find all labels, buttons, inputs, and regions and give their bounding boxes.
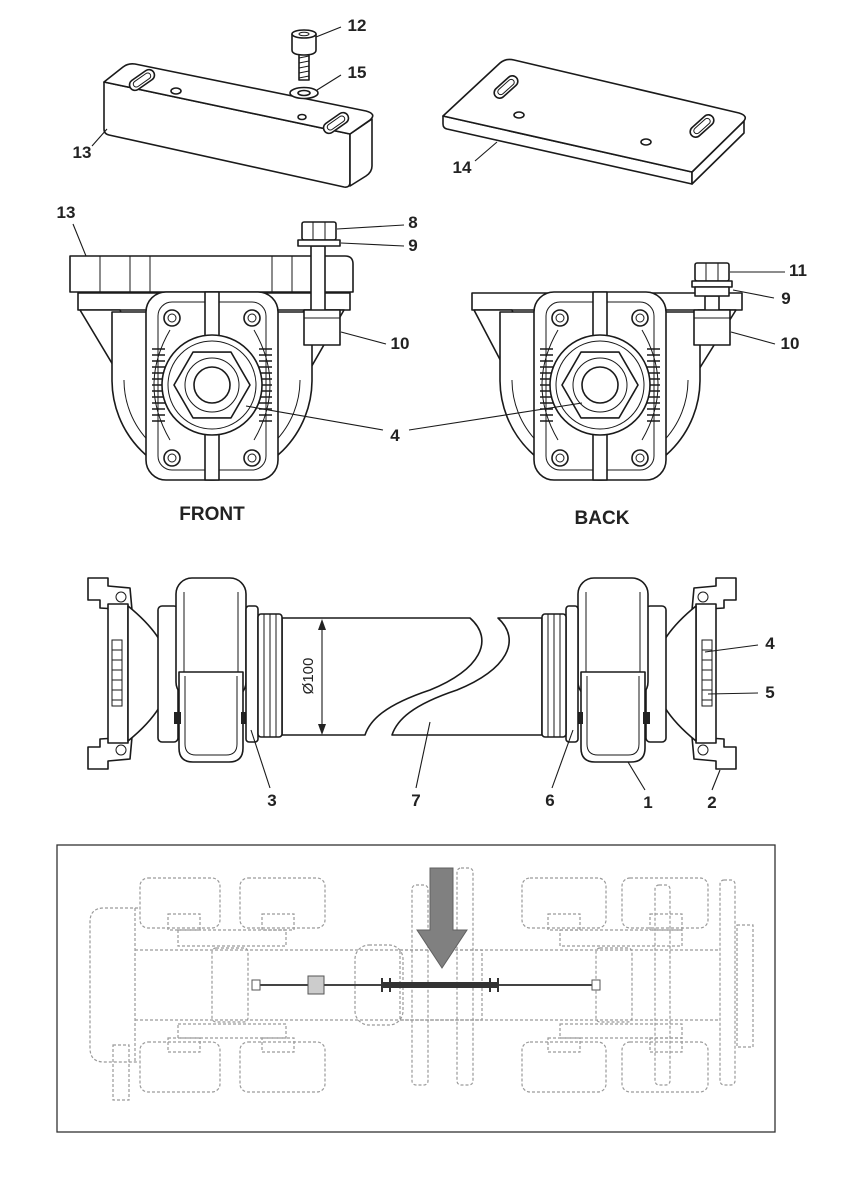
front-washer	[297, 239, 341, 247]
shaft-left-end	[87, 577, 283, 770]
front-wheel	[139, 877, 221, 929]
inset-drive-shaft	[251, 975, 601, 995]
location-arrow	[416, 867, 468, 969]
flange-plate	[107, 603, 129, 744]
label-10-back: 10	[781, 334, 800, 353]
vehicle-outline	[89, 867, 754, 1101]
drive-shaft-assembly: Ø100 4 5 3 7 6 1 2	[87, 577, 775, 812]
center-nut-callout: 4	[245, 402, 583, 445]
label-2: 2	[707, 793, 716, 812]
front-bolt	[297, 221, 341, 313]
diameter-label: Ø100	[300, 658, 317, 695]
front-wheel	[139, 1041, 221, 1093]
vehicle-location-inset	[56, 844, 776, 1133]
front-axle-differential	[211, 947, 249, 1023]
block-slot-right	[322, 111, 350, 135]
label-4-center: 4	[390, 426, 400, 445]
crossmember	[456, 867, 474, 1086]
front-view-title: FRONT	[179, 504, 245, 525]
rear-wheel	[621, 877, 709, 929]
block-screw-hole	[297, 113, 307, 121]
back-view-title: BACK	[575, 508, 630, 529]
front-wheel	[239, 877, 326, 929]
bearing-clamp	[178, 671, 244, 763]
label-9-front: 9	[408, 236, 417, 255]
label-7: 7	[411, 791, 420, 810]
front-top-block	[69, 255, 354, 293]
rear-axle-differential	[595, 947, 633, 1023]
rear-wheel	[621, 1041, 709, 1093]
spare-carrier	[736, 924, 754, 1048]
shaft-tube-left	[281, 617, 483, 736]
plate-slot-right	[689, 114, 715, 138]
mounting-plate-exploded: 14	[442, 58, 747, 185]
block-slot-left	[128, 68, 156, 92]
diameter-dimension: Ø100	[300, 619, 326, 735]
inset-frame	[56, 844, 776, 1133]
shaft-right-end	[541, 577, 737, 770]
back-bolt	[691, 262, 733, 313]
label-4-shaft: 4	[765, 634, 775, 653]
block-side-face	[349, 118, 373, 187]
label-8: 8	[408, 213, 417, 232]
label-12: 12	[348, 16, 367, 35]
shaft-tube-right	[391, 617, 543, 736]
label-3: 3	[267, 791, 276, 810]
label-5: 5	[765, 683, 774, 702]
label-15: 15	[348, 63, 367, 82]
rear-wheel	[521, 877, 607, 929]
front-spacer	[303, 309, 341, 346]
cap-screw	[291, 29, 317, 81]
back-view-assembly: 11 9 10 BACK	[471, 261, 807, 529]
front-view-assembly: 13 8 9 10 FRONT	[57, 203, 418, 525]
label-13-top: 13	[73, 143, 92, 162]
back-spacer	[693, 309, 731, 346]
block-hole	[170, 87, 182, 95]
label-13-front: 13	[57, 203, 76, 222]
label-9-back: 9	[781, 289, 790, 308]
plate-front-face	[442, 115, 693, 185]
label-14: 14	[453, 158, 472, 177]
label-11: 11	[789, 261, 807, 280]
flat-washer	[289, 86, 319, 100]
mounting-block-exploded: 12 15 13	[73, 16, 374, 188]
label-1: 1	[643, 793, 652, 812]
back-center-bearing	[499, 291, 701, 481]
plate-hole	[640, 138, 652, 146]
front-center-bearing	[111, 291, 313, 481]
rear-wheel	[521, 1041, 607, 1093]
plate-top-face	[442, 58, 747, 173]
plate-slot-left	[493, 75, 519, 99]
bolt-heads	[163, 309, 261, 467]
plate-hole	[513, 111, 525, 119]
collar	[245, 605, 259, 743]
label-10-front: 10	[391, 334, 410, 353]
back-washer	[691, 280, 733, 288]
front-wheel	[239, 1041, 326, 1093]
label-6: 6	[545, 791, 554, 810]
